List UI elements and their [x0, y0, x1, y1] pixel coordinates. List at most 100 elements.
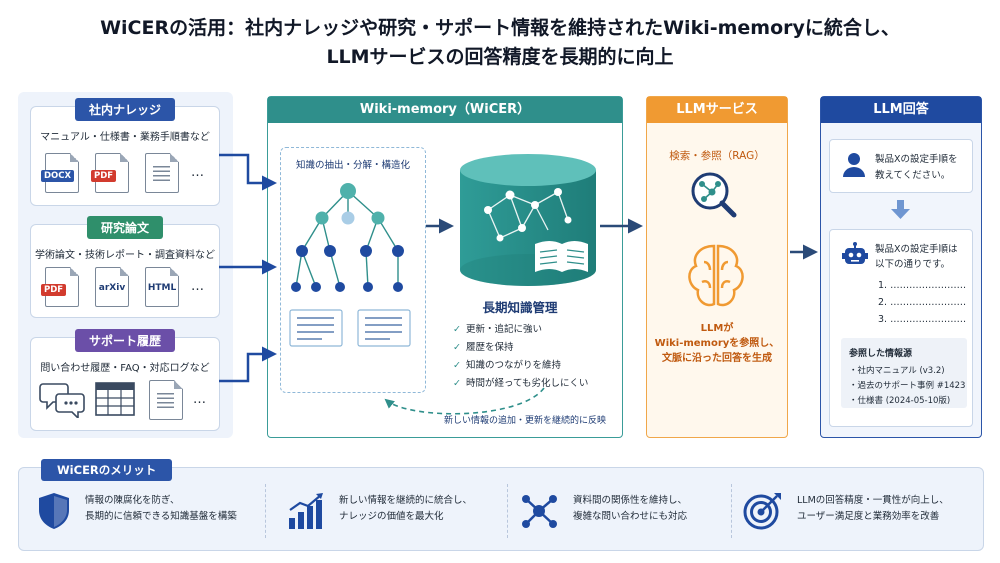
feature-item: ✓ 更新・追記に強い — [453, 321, 588, 339]
book-icon — [535, 241, 588, 272]
source-subtitle: マニュアル・仕様書・業務手順書など — [40, 132, 210, 143]
merit-text: LLMの回答精度・一貫性が向上し、 ユーザー満足度と業務効率を改善 — [797, 493, 949, 525]
more-indicator: … — [193, 392, 207, 407]
long-term-management-title: 長期知識管理 — [482, 300, 558, 315]
check-icon: ✓ — [453, 342, 461, 353]
feature-text: 履歴を保持 — [465, 342, 514, 353]
tree-node — [392, 245, 404, 257]
tree-node — [291, 282, 301, 292]
source-connectors — [219, 153, 277, 383]
source-research-papers: 研究論文 学術論文・技術レポート・調査資料など PDF arXiv HTML … — [30, 216, 220, 318]
chat-bubbles-icon — [39, 383, 85, 418]
llm-desc-line: 文脈に沿った回答を生成 — [662, 353, 772, 364]
extraction-title: 知識の抽出・分解・構造化 — [295, 160, 410, 171]
table-icon — [95, 382, 135, 416]
feedback-loop-arrow — [384, 387, 545, 415]
shield-icon — [39, 493, 69, 529]
source-label: サポート履歴 — [74, 329, 176, 352]
merits-label: WiCERのメリット — [41, 459, 173, 481]
robot-icon — [842, 242, 868, 264]
file-tag: PDF — [41, 284, 67, 296]
rag-label: 検索・参照（RAG） — [669, 150, 765, 162]
llm-service-panel: LLMサービス 検索・参照（RAG） LLMが Wiki-memoryを参照し、… — [646, 96, 788, 438]
source-label: 社内ナレッジ — [74, 98, 176, 121]
divider — [265, 484, 267, 538]
knowledge-extraction-box: 知識の抽出・分解・構造化 — [280, 147, 426, 393]
docx-file-icon: DOCX — [41, 153, 79, 193]
user-icon — [843, 153, 865, 177]
merit-line: ユーザー満足度と業務効率を改善 — [797, 511, 940, 522]
merit-line: 複雑な問い合わせにも対応 — [573, 511, 688, 522]
feature-text: 時間が経っても劣化しにくい — [465, 378, 589, 389]
answer-step: 3. …………………… — [878, 314, 967, 325]
network-icon — [522, 495, 557, 528]
reference-item: ・社内マニュアル (v3.2) — [849, 366, 945, 376]
file-tag: arXiv — [98, 283, 126, 293]
answer-line: 製品Xの設定手順は — [875, 244, 958, 255]
feature-text: 知識のつながりを維持 — [465, 360, 561, 371]
tree-node — [296, 245, 308, 257]
llm-service-header: LLMサービス — [647, 97, 787, 123]
tree-node — [340, 183, 356, 199]
merit-text: 資料間の関係性を維持し、 複雑な問い合わせにも対応 — [573, 493, 687, 525]
knowledge-tree — [291, 183, 404, 292]
llm-description: LLMが Wiki-memoryを参照し、 文脈に沿った回答を生成 — [647, 321, 787, 366]
tree-node — [315, 211, 329, 225]
file-tag: HTML — [147, 283, 177, 293]
tree-node — [341, 211, 355, 225]
check-icon: ✓ — [453, 378, 461, 389]
tree-node — [360, 245, 372, 257]
tree-node — [311, 282, 321, 292]
answer-step: 2. …………………… — [878, 297, 967, 308]
more-indicator: … — [191, 279, 205, 294]
llm-desc-line: Wiki-memoryを参照し、 — [654, 338, 780, 349]
wiki-memory-panel: Wiki-memory（WiCER） 知識の抽出・分解・構造化 長期知識管理 ✓… — [267, 96, 623, 438]
check-icon: ✓ — [453, 360, 461, 371]
wiki-memory-header: Wiki-memory（WiCER） — [268, 97, 622, 123]
llm-desc-line: LLMが — [700, 323, 734, 334]
tree-node — [393, 282, 403, 292]
pdf-file-icon: PDF — [91, 153, 129, 193]
answer-line: 以下の通りです。 — [875, 259, 951, 270]
merit-line: ナレッジの価値を最大化 — [339, 511, 444, 522]
page-title: WiCERの活用：社内ナレッジや研究・サポート情報を維持されたWiki-memo… — [0, 14, 1000, 72]
tree-node — [324, 245, 336, 257]
divider — [731, 484, 733, 538]
question-line: 教えてください。 — [875, 170, 951, 181]
llm-answer-header: LLM回答 — [821, 97, 981, 123]
check-icon: ✓ — [453, 324, 461, 335]
question-line: 製品Xの設定手順を — [875, 154, 958, 165]
database-icon — [460, 154, 596, 286]
title-line-2: LLMサービスの回答精度を長期的に向上 — [326, 46, 674, 68]
feature-text: 更新・追記に強い — [465, 324, 542, 335]
merit-text: 新しい情報を継続的に統合し、 ナレッジの価値を最大化 — [339, 493, 472, 525]
merits-panel: WiCERのメリット 情報の陳腐化を防ぎ、 長期的に信頼できる知識基盤を構築 新… — [18, 459, 984, 551]
pdf-file-icon: PDF — [41, 267, 79, 307]
merit-line: 新しい情報を継続的に統合し、 — [339, 495, 473, 506]
merit-line: LLMの回答精度・一貫性が向上し、 — [797, 495, 949, 506]
source-label: 研究論文 — [86, 216, 164, 239]
question-text: 製品Xの設定手順を 教えてください。 — [875, 152, 958, 184]
reference-item: ・仕様書 (2024-05-10版) — [849, 396, 951, 406]
growth-chart-icon — [289, 493, 323, 529]
connector-internal — [219, 153, 277, 191]
source-subtitle: 学術論文・技術レポート・調査資料など — [35, 250, 215, 261]
html-file-icon: HTML — [145, 267, 179, 307]
answer-text: 製品Xの設定手順は 以下の通りです。 — [875, 242, 958, 272]
brain-icon — [688, 244, 744, 307]
feedback-caption: 新しい情報の追加・更新を継続的に反映 — [444, 416, 607, 426]
document-icon — [145, 153, 179, 193]
document-icon — [149, 380, 183, 420]
arxiv-file-icon: arXiv — [95, 267, 129, 307]
merit-text: 情報の陳腐化を防ぎ、 長期的に信頼できる知識基盤を構築 — [85, 493, 237, 525]
title-line-1: WiCERの活用：社内ナレッジや研究・サポート情報を維持されたWiki-memo… — [100, 17, 900, 39]
feature-item: ✓ 知識のつながりを維持 — [453, 357, 588, 375]
more-indicator: … — [191, 165, 205, 180]
file-tag: PDF — [91, 170, 117, 182]
references-title: 参照した情報源 — [849, 349, 913, 359]
target-icon — [743, 493, 781, 530]
down-arrow-icon — [891, 200, 910, 219]
merit-line: 情報の陳腐化を防ぎ、 — [85, 495, 180, 506]
tree-node — [335, 282, 345, 292]
